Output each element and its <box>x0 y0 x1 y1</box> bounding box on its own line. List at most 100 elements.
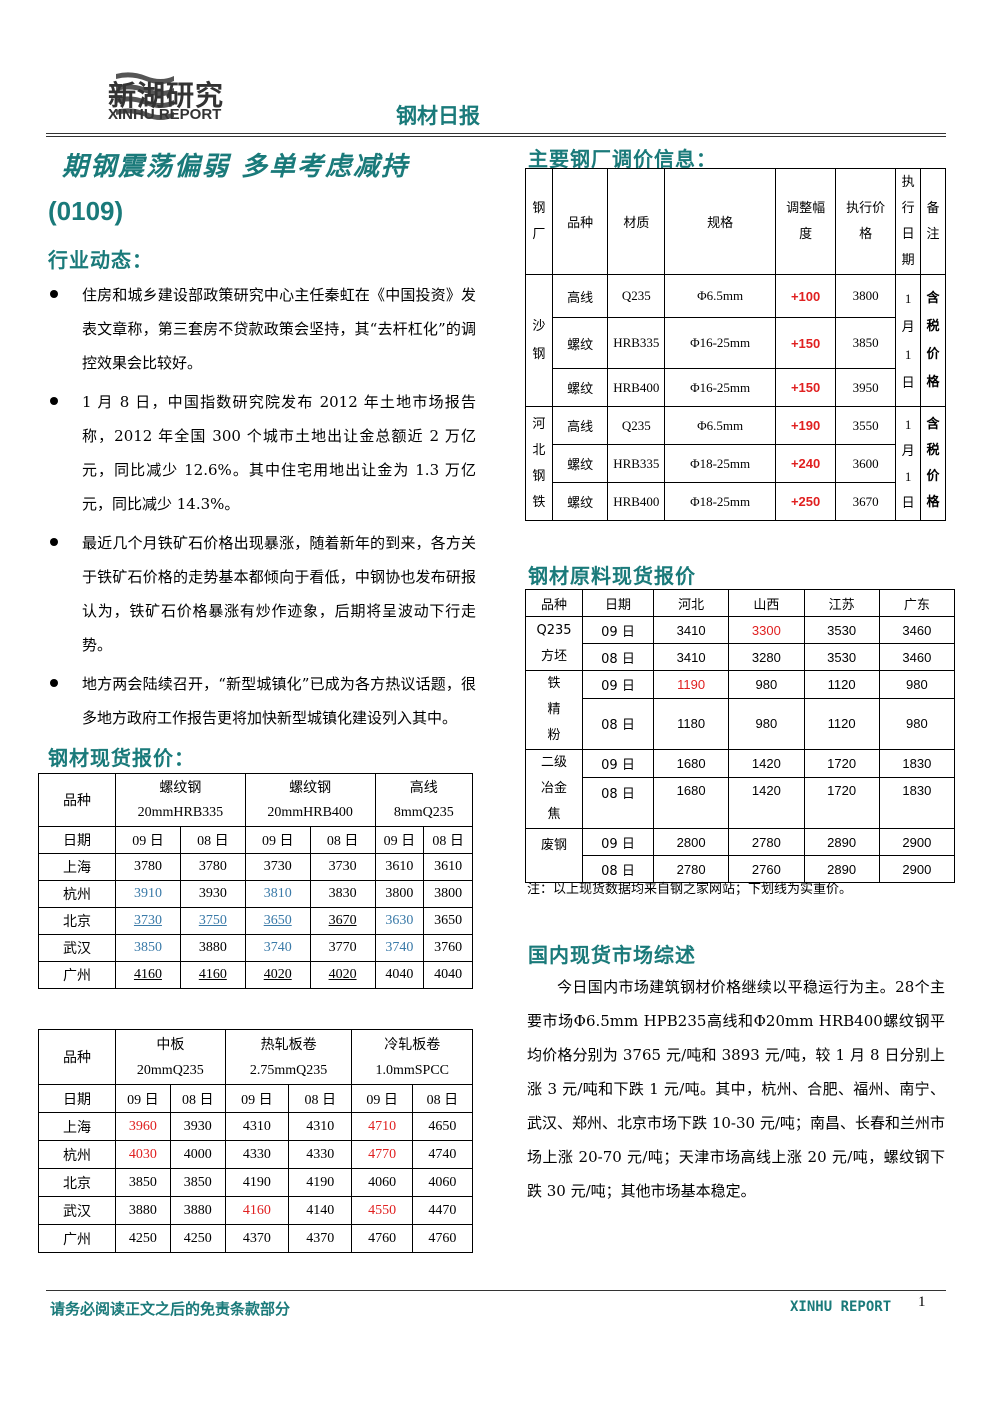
change-cell: +250 <box>775 482 837 521</box>
price-cell: 4550 <box>351 1196 413 1225</box>
price-cell: 3460 <box>878 643 956 671</box>
table-row: 上海 3780 3780 3730 3730 3610 3610 <box>38 853 473 881</box>
change-cell: +150 <box>775 368 837 407</box>
price-cell: 1680 <box>652 776 730 830</box>
col-header: 日期 <box>582 589 654 617</box>
price-cell: 3530 <box>803 643 880 671</box>
variety-cell: 螺纹 <box>551 368 609 407</box>
table-row: 08 日 1680 1420 1720 1830 <box>526 776 956 830</box>
change-cell: +190 <box>775 406 837 445</box>
price-cell: 2800 <box>652 828 730 856</box>
raw-material-table: 品种 日期 河北 山西 江苏 广东 Q235方坯 09 日 3410 3300 … <box>525 589 956 883</box>
price-cell: 1720 <box>803 749 880 778</box>
col-header: 品种 <box>525 589 583 617</box>
col-header: 山西 <box>728 589 805 617</box>
group-spec: 20mmQ235 <box>115 1057 226 1085</box>
industry-heading: 行业动态： <box>48 248 153 272</box>
footer-brand: XINHU REPORT <box>790 1299 892 1315</box>
mill-cell: 沙钢 <box>525 274 553 407</box>
news-text: 最近几个月铁矿石价格出现暴涨，随着新年的到来，各方关于铁矿石价格的走势基本都倾向… <box>82 534 476 654</box>
spot-price-table-plate: 品种 中板 热轧板卷 冷轧板卷 20mmQ235 2.75mmQ235 1.0m… <box>38 1029 474 1253</box>
city-cell: 杭州 <box>38 880 116 908</box>
price-cell: 1420 <box>728 749 805 778</box>
mill-header: 钢厂 <box>525 168 553 275</box>
price-cell: 3650 <box>244 907 311 935</box>
price-cell: 4060 <box>351 1168 413 1197</box>
logo-english-name: XINHU REPORT <box>108 106 222 123</box>
price-cell: 3770 <box>309 934 376 962</box>
date-cell: 08 日 <box>179 826 246 854</box>
table-row: 二级冶金焦 09 日 1680 1420 1720 1830 <box>525 749 956 829</box>
date-cell: 09 日 <box>224 1084 290 1113</box>
variety-cell: 螺纹 <box>551 444 609 483</box>
group-name: 中板 <box>115 1029 226 1057</box>
table-row: 广州 4250 4250 4370 4370 4760 4760 <box>38 1224 474 1253</box>
date-cell: 08 日 <box>169 1084 226 1113</box>
group-spec: 8mmQ235 <box>374 800 474 827</box>
price-cell: 4160 <box>224 1196 290 1225</box>
price-cell: 4650 <box>411 1112 474 1141</box>
date-header: 日期 <box>38 826 116 854</box>
price-cell: 3670 <box>309 907 376 935</box>
table-row: 螺纹 HRB400 Φ18-25mm +250 3670 <box>526 482 946 521</box>
price-cell: 4040 <box>423 961 473 989</box>
data-source-note: 注：以上现货数据均来自钢之家网站；下划线为实重价。 <box>527 882 853 897</box>
price-cell: 3850 <box>169 1168 226 1197</box>
price-cell: 3740 <box>374 934 425 962</box>
table-row: 铁精粉 09 日 1190 980 1120 980 <box>525 670 956 750</box>
spec-cell: Φ16-25mm <box>664 368 777 407</box>
date-cell: 09 日 <box>115 1084 171 1113</box>
price-cell: 1830 <box>878 749 956 778</box>
date-cell: 09 日 <box>115 826 181 854</box>
price-cell: 4020 <box>309 961 376 989</box>
footer-divider <box>46 1290 946 1291</box>
disclaimer-notice: 请务必阅读正文之后的免责条款部分 <box>50 1300 291 1318</box>
material-header: 材质 <box>607 168 666 275</box>
price-cell: 4470 <box>411 1196 474 1225</box>
remark-cell: 含税价格 <box>920 406 946 521</box>
date-cell: 09 日 <box>582 828 654 856</box>
price-cell: 2900 <box>878 855 956 883</box>
price-cell: 1180 <box>652 697 730 751</box>
col-header: 广东 <box>878 589 956 617</box>
date-cell: 08 日 <box>288 1084 353 1113</box>
xinhu-logo-icon <box>116 72 174 120</box>
table-row: 北京 3850 3850 4190 4190 4060 4060 <box>38 1168 474 1197</box>
date-cell: 08 日 <box>411 1084 474 1113</box>
spot-price-heading: 钢材现货报价： <box>48 746 195 770</box>
variety-cell: 螺纹 <box>551 317 609 369</box>
price-cell: 2890 <box>803 828 880 856</box>
price-cell: 1190 <box>652 670 730 699</box>
price-cell: 4740 <box>411 1140 474 1169</box>
price-cell: 3850 <box>115 934 181 962</box>
price-cell: 3730 <box>244 853 311 881</box>
price-cell: 4160 <box>115 961 181 989</box>
table-row: 螺纹 HRB335 Φ16-25mm +150 3850 <box>526 317 946 369</box>
price-cell: 3960 <box>115 1112 171 1141</box>
material-cell: Q235 <box>607 274 666 318</box>
group-spec: 2.75mmQ235 <box>224 1057 353 1085</box>
date-cell: 08 日 <box>309 826 376 854</box>
spec-cell: Φ6.5mm <box>664 406 777 445</box>
price-cell: 3950 <box>835 368 897 407</box>
news-item: 住房和城乡建设部政策研究中心主任秦虹在《中国投资》发表文章称，第三套房不贷款政策… <box>46 278 476 380</box>
price-cell: 3630 <box>374 907 425 935</box>
spec-header: 规格 <box>664 168 777 275</box>
city-cell: 北京 <box>38 1168 116 1197</box>
price-cell: 3300 <box>728 616 805 644</box>
spec-cell: Φ6.5mm <box>664 274 777 318</box>
table-row: 08 日 3410 3280 3530 3460 <box>526 643 956 671</box>
date-cell: 08 日 <box>423 826 473 854</box>
price-cell: 3600 <box>835 444 897 483</box>
price-cell: 4330 <box>288 1140 353 1169</box>
price-cell: 980 <box>728 697 805 751</box>
variety-cell: Q235方坯 <box>525 616 583 671</box>
variety-header: 品种 <box>38 1029 116 1085</box>
table-row: 螺纹 HRB335 Φ18-25mm +240 3600 <box>526 444 946 483</box>
news-item: 最近几个月铁矿石价格出现暴涨，随着新年的到来，各方关于铁矿石价格的走势基本都倾向… <box>46 526 476 662</box>
price-cell: 4310 <box>288 1112 353 1141</box>
price-cell: 3280 <box>728 643 805 671</box>
price-cell: 4250 <box>169 1224 226 1253</box>
spot-price-table-rebar: 品种 螺纹钢 螺纹钢 高线 20mmHRB335 20mmHRB400 8mmQ… <box>38 773 474 989</box>
date-header: 日期 <box>38 1084 116 1113</box>
